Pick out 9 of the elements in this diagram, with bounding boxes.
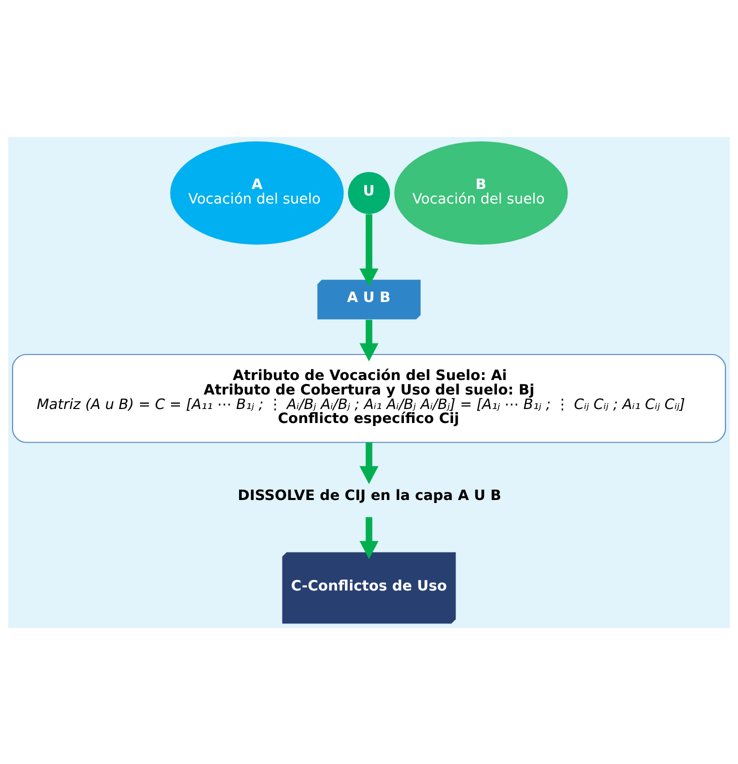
arrow [360, 319, 378, 361]
arrow [360, 442, 378, 484]
node-ellipse: A Vocación del suelo [170, 140, 344, 244]
node-circle: U [348, 171, 390, 214]
arrow [360, 214, 378, 286]
node-box: Atributo de Vocación del Suelo: Ai Atributo de Cobertura y Uso del suelo: Bj Matriz (A u B) = C = [A₁₁ ⋯ B₁ⱼ ; ⋮ Aᵢ/Bⱼ Aᵢ/Bⱼ ; Aᵢ₁ Aᵢ/Bⱼ Aᵢ/Bⱼ] = [A₁ⱼ ⋯ B₁ⱼ ; ⋮ Cᵢⱼ Cᵢⱼ ; Aᵢ₁ Cᵢⱼ Cᵢⱼ] Conflicto específico Cij [12, 353, 726, 442]
node-text: DISSOLVE de CIJ en la capa A U B [238, 487, 502, 504]
arrow [360, 516, 378, 559]
node-ellipse: B Vocación del suelo [394, 140, 568, 244]
